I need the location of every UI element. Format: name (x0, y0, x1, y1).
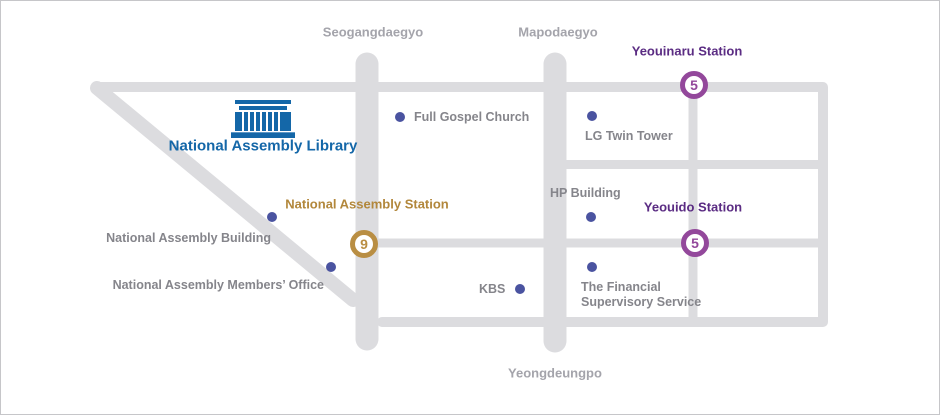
library-colonnade (235, 112, 291, 131)
station-label-national-assembly: National Assembly Station (285, 196, 449, 212)
landmark-dot-hp-building (586, 212, 596, 222)
landmark-label-assembly-building: National Assembly Building (106, 231, 271, 245)
landmark-dot-assembly-building (267, 212, 277, 222)
landmark-label-members-office: National Assembly Members’ Office (112, 278, 324, 292)
station-label-yeouido: Yeouido Station (643, 199, 743, 215)
line-number: 9 (360, 236, 368, 252)
library-columns (242, 112, 284, 131)
library-roof-ridge (235, 100, 291, 104)
library-building-icon (231, 100, 295, 138)
landmark-dot-members-office (326, 262, 336, 272)
road-diagonal (90, 81, 360, 307)
landmark-label-financial-service: The Financial Supervisory Service (581, 280, 701, 310)
bridge-label-mapodaegyo: Mapodaegyo (518, 24, 598, 40)
landmark-dot-full-gospel-church (395, 112, 405, 122)
library-roof-band (239, 106, 287, 110)
line-5-badge-yeouinaru: 5 (680, 71, 708, 99)
library-base (231, 132, 295, 138)
financial-service-line2: Supervisory Service (581, 295, 702, 309)
landmark-label-library: National Assembly Library (168, 137, 358, 155)
bridge-label-seogangdaegyo: Seogangdaegyo (322, 24, 424, 40)
line-number: 5 (690, 77, 698, 93)
area-label-yeongdeungpo: Yeongdeungpo (508, 365, 602, 381)
landmark-dot-financial-service (587, 262, 597, 272)
landmark-dot-kbs (515, 284, 525, 294)
financial-service-line1: The Financial (581, 280, 661, 294)
landmark-label-kbs: KBS (479, 282, 506, 296)
landmark-label-hp-building: HP Building (550, 186, 621, 200)
line-5-badge-yeouido: 5 (681, 229, 709, 257)
landmark-dot-lg-twin-tower (587, 111, 597, 121)
landmark-label-full-gospel-church: Full Gospel Church (414, 110, 530, 124)
line-number: 5 (691, 235, 699, 251)
road-main-loop (92, 82, 828, 327)
station-label-yeouinaru: Yeouinaru Station (631, 43, 743, 59)
landmark-label-lg-twin-tower: LG Twin Tower (585, 129, 673, 143)
line-9-badge-national-assembly: 9 (350, 230, 378, 258)
